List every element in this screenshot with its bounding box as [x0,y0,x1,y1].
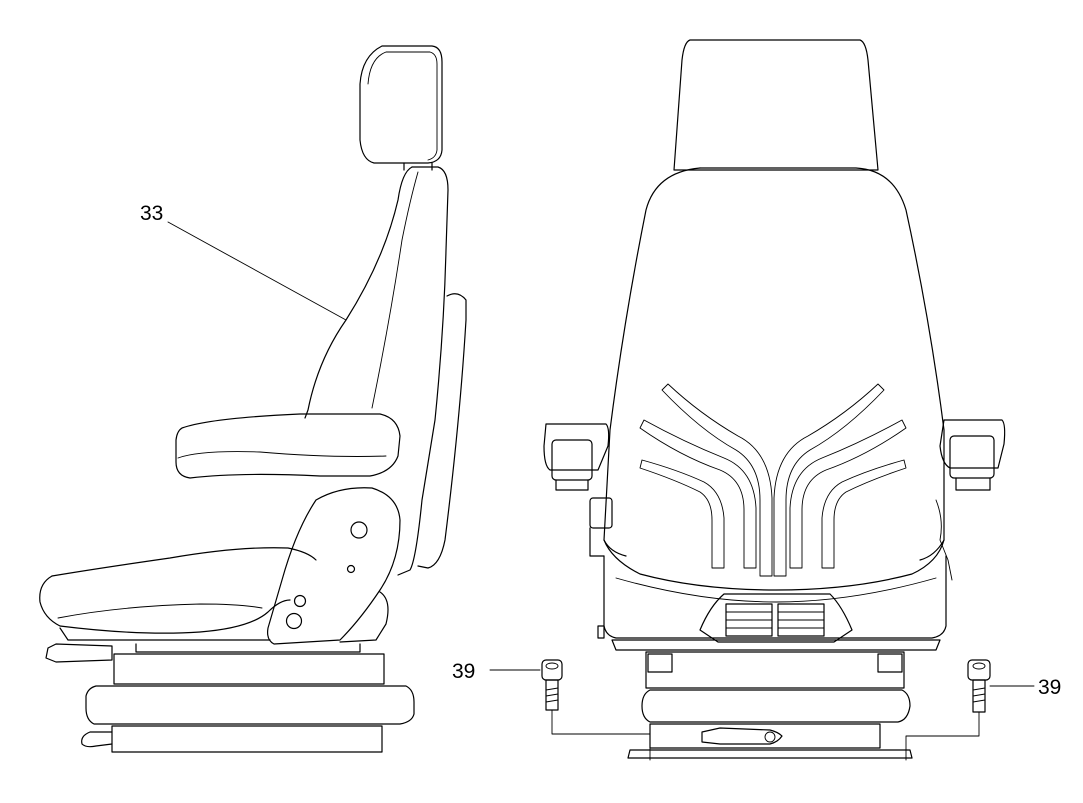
bolt-left [541,659,651,761]
side-base [81,643,415,753]
front-headrest [673,39,879,171]
bolt-right [905,659,991,761]
side-backrest [304,166,449,576]
front-seat-cushion [603,539,947,639]
callout-33-label: 33 [140,202,163,225]
side-headrest [359,45,443,171]
front-pattern-left [639,383,773,577]
side-armrest [175,413,401,479]
seat-front-view [489,39,1035,761]
front-adjust-grille [699,593,853,643]
side-back-bar [417,293,467,569]
callout-39-right-label: 39 [1038,676,1061,699]
front-base [597,625,941,759]
front-armrest-right [935,419,1006,581]
side-adjust-handle [45,643,113,663]
seat-side-view [39,45,467,753]
front-armrest-left [543,423,613,557]
front-pattern-right [773,383,907,577]
callout-33-leader [167,221,347,321]
side-bracket [267,487,401,645]
front-backrest [603,167,945,561]
side-seat-cushion [39,547,389,643]
callout-39-left-label: 39 [452,660,475,683]
